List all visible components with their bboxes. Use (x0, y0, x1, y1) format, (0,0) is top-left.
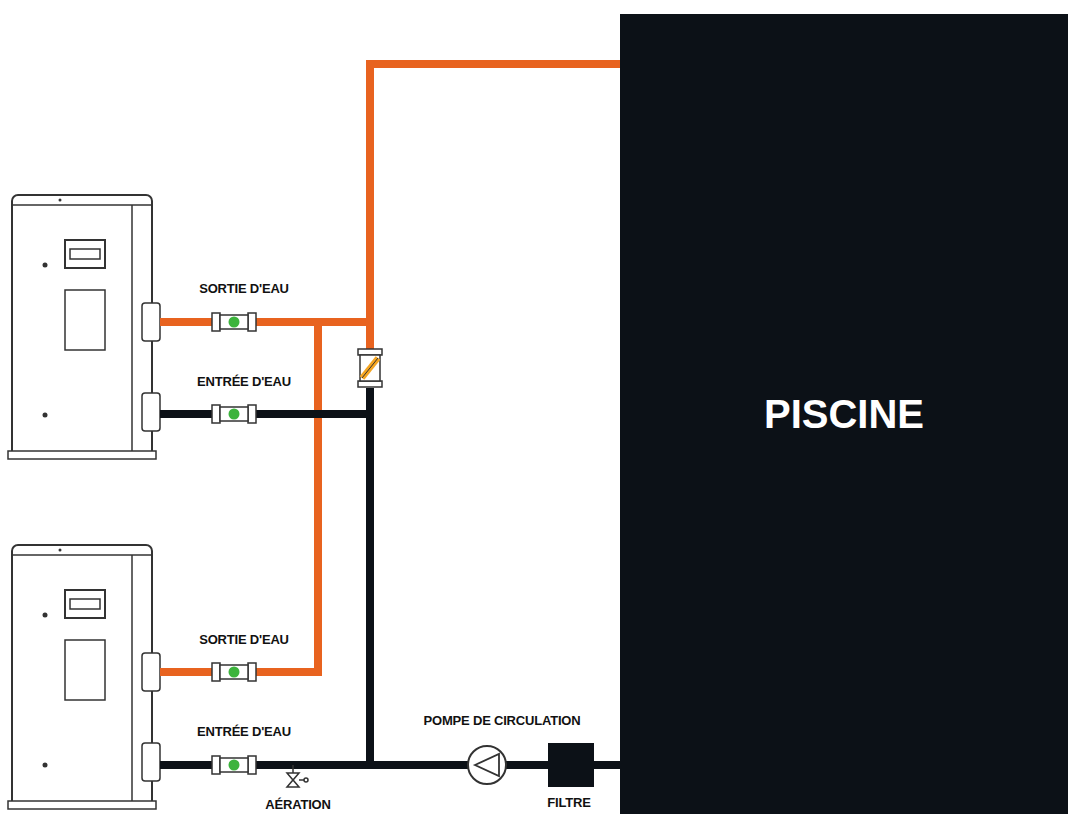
inlet-label: ENTRÉE D'EAU (195, 374, 293, 389)
pool-box: PISCINE (620, 14, 1068, 814)
pool-label: PISCINE (764, 392, 924, 437)
inlet-label: ENTRÉE D'EAU (195, 724, 293, 739)
outlet-label: SORTIE D'EAU (197, 281, 291, 296)
filter-label: FILTRE (545, 795, 592, 810)
pump-label: POMPE DE CIRCULATION (422, 713, 583, 728)
vent-label: AÉRATION (263, 797, 332, 812)
outlet-label: SORTIE D'EAU (197, 632, 291, 647)
